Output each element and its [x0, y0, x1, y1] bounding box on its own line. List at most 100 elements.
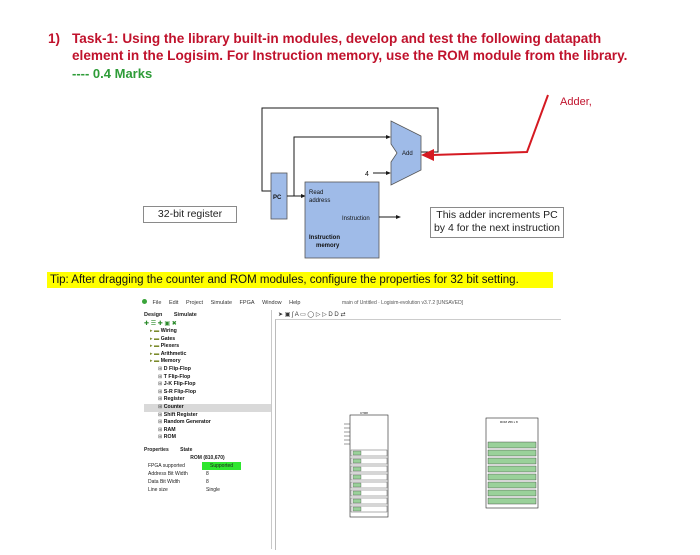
tab-state[interactable]: State: [180, 446, 193, 453]
folder-icon: ▸ ▬: [150, 350, 161, 357]
tree-item-register[interactable]: ⊞ Register: [144, 396, 271, 404]
tree-item-random-generator[interactable]: ⊞ Random Generator: [144, 419, 271, 427]
tree-item-j-k-flip-flop[interactable]: ⊞ J-K Flip-Flop: [144, 381, 271, 389]
pc-label: PC: [273, 195, 282, 201]
input-pin-icon[interactable]: ▭: [300, 312, 306, 318]
menu-help[interactable]: Help: [289, 300, 301, 306]
rom-component[interactable]: ROM 256 x 8: [485, 417, 539, 509]
property-key: Line size: [148, 486, 168, 493]
output-pin-icon[interactable]: ◯: [307, 312, 315, 318]
datapath-diagram: Add 4 PC Read address Instruction Instru…: [261, 94, 549, 259]
task-line-2: element in the Logisim. For Instruction …: [72, 48, 628, 63]
component-icon: ⊞: [158, 373, 164, 380]
tree-item-counter[interactable]: ⊞ Counter: [144, 403, 271, 412]
counter-bit-cell: [352, 458, 362, 464]
adder-callout-line-2: by 4 for the next instruction: [433, 222, 561, 234]
adder-note: Adder,: [560, 96, 592, 108]
component-icon: ⊞: [158, 388, 164, 395]
tree-item-label: Gates: [160, 335, 176, 342]
counter-bit-cell: [352, 506, 362, 512]
explorer-toolbar: ✚ ☰ ✚ ▣ ✖: [144, 321, 177, 327]
counter-bit-row: [350, 465, 388, 473]
tree-item-memory[interactable]: ▸ ▬ Memory: [144, 358, 271, 366]
adder-callout-line-1: This adder increments PC: [436, 209, 558, 221]
counter-bit-cell: [352, 450, 362, 456]
tree-item-label: RAM: [163, 426, 176, 433]
counter-bit-row: [350, 489, 388, 497]
rom-data-row: [487, 441, 537, 449]
folder-icon: ▸ ▬: [150, 328, 161, 334]
tree-item-wiring[interactable]: ▸ ▬ Wiring: [144, 328, 271, 336]
rom-data-row: [487, 457, 537, 465]
component-icon: ⊞: [158, 411, 164, 418]
menu-project[interactable]: Project: [185, 300, 204, 306]
property-value[interactable]: Supported: [202, 461, 242, 470]
counter-bit-row: [350, 497, 388, 505]
tree-item-d-flip-flop[interactable]: ⊞ D Flip-Flop: [144, 366, 271, 374]
component-icon: ⊞: [158, 403, 164, 410]
tree-item-plexers[interactable]: ▸ ▬ Plexers: [144, 343, 271, 351]
not-gate-icon[interactable]: ▷: [315, 312, 321, 318]
tab-simulate[interactable]: Simulate: [173, 312, 197, 318]
task-heading: 1) Task-1: Using the library built-in mo…: [48, 30, 668, 64]
tree-item-gates[interactable]: ▸ ▬ Gates: [144, 336, 271, 344]
component-tree: ▸ ▬ Wiring▸ ▬ Gates▸ ▬ Plexers▸ ▬ Arithm…: [144, 328, 271, 442]
four-label: 4: [365, 171, 369, 178]
component-icon: ⊞: [158, 419, 164, 426]
properties-panel: Properties State ROM (810,670) FPGA supp…: [144, 446, 271, 494]
counter-bit-cell: [352, 474, 362, 480]
instruction-memory-label-1: Instruction: [309, 235, 340, 241]
tree-item-arithmetic[interactable]: ▸ ▬ Arithmetic: [144, 351, 271, 359]
instruction-memory-block: [304, 181, 380, 259]
tab-properties[interactable]: Properties: [144, 446, 169, 453]
property-value[interactable]: Single: [206, 486, 220, 493]
circuit-canvas[interactable]: CTR8 ROM 256 x 8: [275, 319, 561, 550]
tree-item-label: ROM: [163, 434, 176, 441]
tab-design[interactable]: Design: [144, 312, 163, 318]
instruction-port-label: Instruction: [342, 216, 370, 222]
property-row[interactable]: Line size Single: [144, 486, 271, 494]
task-marks: ---- 0.4 Marks: [72, 66, 153, 81]
logisim-screenshot: File Edit Project Simulate FPGA Window H…: [142, 298, 561, 550]
rom-data-row: [487, 449, 537, 457]
rom-data-row: [487, 497, 537, 505]
or-gate-icon[interactable]: D: [334, 312, 339, 318]
tree-item-label: Wiring: [160, 328, 177, 334]
pointer-tool-icon[interactable]: ➤: [278, 312, 284, 318]
tree-item-label: Shift Register: [163, 411, 198, 418]
rom-data-row: [487, 473, 537, 481]
explorer-panel: Design Simulate ✚ ☰ ✚ ▣ ✖ ▸ ▬ Wiring▸ ▬ …: [144, 310, 272, 549]
menu-simulate[interactable]: Simulate: [210, 300, 233, 306]
counter-bit-row: [350, 449, 388, 457]
tree-item-ram[interactable]: ⊞ RAM: [144, 427, 271, 435]
and-gate-icon[interactable]: D: [328, 312, 333, 318]
component-icon: ⊞: [158, 426, 164, 433]
text-tool-icon[interactable]: A: [294, 312, 299, 318]
menu-fpga[interactable]: FPGA: [239, 300, 255, 306]
property-value[interactable]: 8: [206, 470, 209, 477]
tree-item-s-r-flip-flop[interactable]: ⊞ S-R Flip-Flop: [144, 389, 271, 397]
menu-file[interactable]: File: [152, 300, 162, 306]
property-value[interactable]: 8: [206, 478, 209, 485]
add-label: Add: [402, 151, 413, 157]
tree-item-label: Counter: [163, 403, 184, 410]
buffer-icon[interactable]: ▷: [322, 312, 327, 318]
tree-item-rom[interactable]: ⊞ ROM: [144, 434, 271, 442]
app-logo-icon: [142, 299, 147, 304]
tree-item-label: J-K Flip-Flop: [163, 381, 196, 388]
select-tool-icon[interactable]: ▣: [284, 312, 291, 318]
sim-tool-icon[interactable]: ⇄: [340, 312, 346, 318]
wire-tool-icon[interactable]: ʃ: [292, 312, 294, 318]
canvas-svg: CTR8 ROM 256 x 8: [344, 411, 539, 518]
menu-window[interactable]: Window: [262, 300, 282, 306]
tree-item-t-flip-flop[interactable]: ⊞ T Flip-Flop: [144, 374, 271, 382]
tree-item-shift-register[interactable]: ⊞ Shift Register: [144, 412, 271, 420]
menu-edit[interactable]: Edit: [168, 300, 179, 306]
rom-data-row: [487, 465, 537, 473]
counter-component[interactable]: CTR8: [344, 411, 389, 518]
component-icon: ⊞: [158, 381, 164, 388]
task-number: 1): [48, 31, 61, 46]
